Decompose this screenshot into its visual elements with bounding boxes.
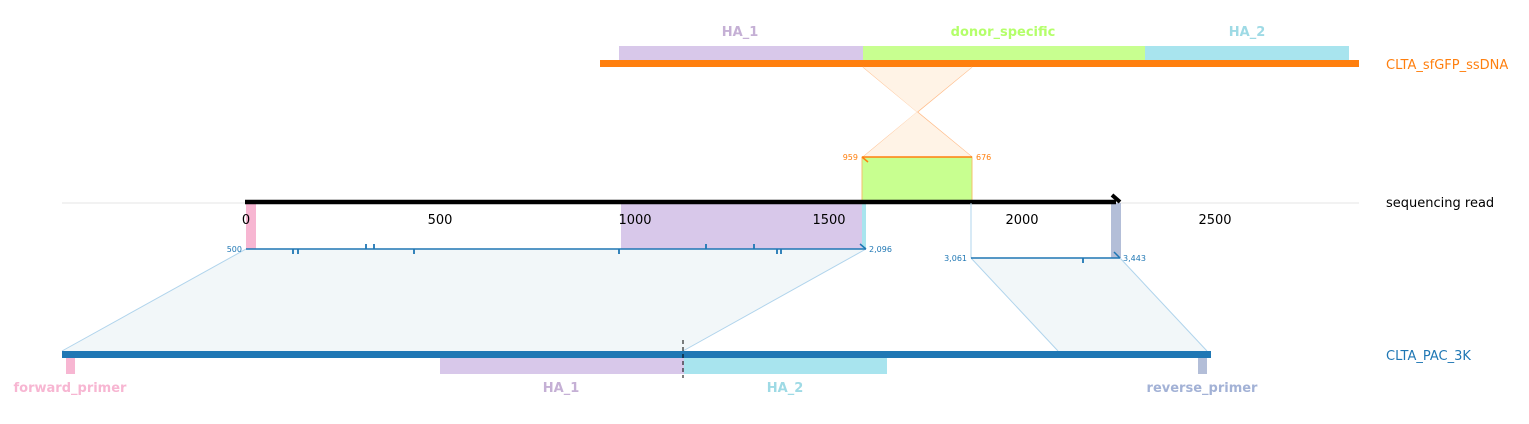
target-alignment-1-start-label: 500 bbox=[227, 245, 242, 254]
target-feature-label-reverse-primer: reverse_primer bbox=[1147, 381, 1259, 396]
donor-reference-bar bbox=[600, 60, 1359, 67]
target-alignment-2-left-edge bbox=[970, 257, 1059, 352]
donor-reference-name: CLTA_sfGFP_ssDNA bbox=[1386, 58, 1508, 73]
donor-alignment-start-label: 959 bbox=[843, 153, 858, 162]
target-alignment-2-arrowhead bbox=[1113, 251, 1121, 259]
target-feature-label-ha2: HA_2 bbox=[767, 381, 804, 396]
read-axis-ticks: 0 500 1000 1500 2000 2500 bbox=[242, 213, 1232, 228]
donor-feature-label-donor-specific: donor_specific bbox=[951, 25, 1056, 40]
read-forward-primer-mark bbox=[246, 203, 256, 249]
read-bar-arrowhead bbox=[1110, 193, 1122, 204]
target-alignment-2-start-label: 3,061 bbox=[944, 254, 967, 263]
read-tick-label: 1000 bbox=[618, 213, 651, 228]
donor-ha1-block bbox=[619, 46, 863, 61]
target-ha1-block bbox=[440, 357, 684, 374]
read-tick-label: 2000 bbox=[1005, 213, 1038, 228]
target-alignment-2-right-edge bbox=[1119, 257, 1208, 352]
donor-cross-fill-bottom bbox=[863, 112, 972, 157]
read-tick-label: 0 bbox=[242, 213, 250, 228]
read-donor-specific-region bbox=[861, 156, 973, 203]
donor-feature-label-ha2: HA_2 bbox=[1229, 25, 1266, 40]
target-reverse-primer-block bbox=[1198, 357, 1207, 374]
target-alignment-2-end-label: 3,443 bbox=[1123, 254, 1146, 263]
target-feature-label-ha1: HA_1 bbox=[543, 381, 580, 396]
target-alignment-1-end-label: 2,096 bbox=[869, 245, 892, 254]
read-tick-label: 2500 bbox=[1198, 213, 1231, 228]
donor-cross-fill-top bbox=[863, 67, 972, 112]
target-alignment-1-mismatch-ticks bbox=[292, 244, 782, 254]
target-reference-name: CLTA_PAC_3K bbox=[1386, 349, 1471, 364]
donor-specific-block bbox=[863, 46, 1145, 61]
read-ha1-region bbox=[621, 203, 865, 249]
target-ha2-block bbox=[684, 357, 887, 374]
target-alignment-1-band bbox=[62, 249, 866, 351]
donor-ha2-block bbox=[1145, 46, 1349, 61]
target-alignment-2-band bbox=[971, 258, 1207, 351]
read-name: sequencing read bbox=[1386, 196, 1494, 211]
target-alignment-1-left-edge bbox=[61, 248, 247, 352]
target-alignment-1-right-edge bbox=[682, 248, 867, 352]
donor-alignment-arrowhead bbox=[861, 156, 869, 163]
donor-alignment-end-label: 676 bbox=[976, 153, 991, 162]
read-tick-label: 1500 bbox=[812, 213, 845, 228]
read-ha2-sliver bbox=[862, 203, 866, 249]
read-reverse-primer-mark bbox=[1111, 203, 1121, 258]
read-tick-label: 500 bbox=[428, 213, 453, 228]
donor-feature-label-ha1: HA_1 bbox=[722, 25, 759, 40]
donor-features: HA_1 donor_specific HA_2 bbox=[619, 25, 1349, 61]
target-alignment-1-arrowhead bbox=[859, 243, 867, 250]
target-reference-bar bbox=[62, 351, 1211, 358]
target-forward-primer-block bbox=[66, 357, 75, 374]
target-feature-label-forward-primer: forward_primer bbox=[14, 381, 128, 396]
